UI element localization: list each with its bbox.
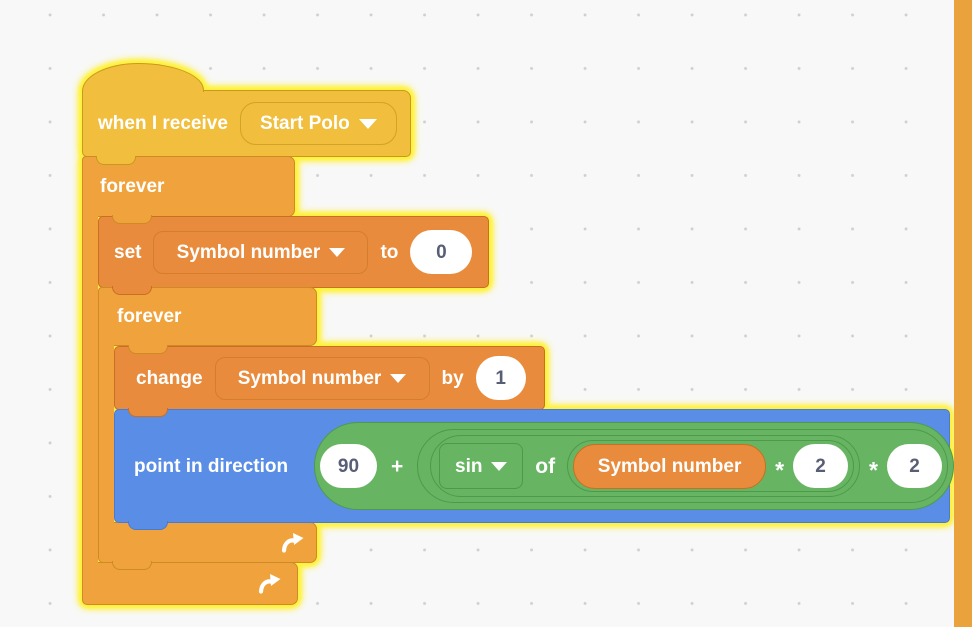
math-function-dropdown[interactable]: sin	[439, 443, 524, 489]
broadcast-dropdown-value: Start Polo	[260, 113, 350, 134]
notch-bump	[128, 408, 168, 417]
multiply-sign: *	[775, 456, 785, 483]
forever-outer-label: forever	[100, 175, 165, 197]
forever-inner-label: forever	[117, 305, 182, 327]
forever-outer-block[interactable]: forever	[82, 156, 295, 217]
set-value-input[interactable]: 0	[410, 230, 473, 274]
inner-factor-input[interactable]: 2	[793, 444, 849, 488]
adjacent-block-fragment[interactable]	[954, 0, 972, 627]
when-i-receive-label: when I receive	[98, 113, 228, 134]
notch-bump	[96, 156, 136, 165]
forever-inner-block[interactable]: forever	[98, 287, 317, 346]
outer-factor-input[interactable]: 2	[887, 444, 942, 488]
change-label: change	[136, 367, 203, 389]
math-function-dropdown-value: sin	[455, 455, 483, 477]
loop-arrow-icon	[281, 532, 304, 553]
notch-bump	[128, 521, 168, 530]
plus-sign: +	[391, 454, 404, 478]
change-variable-dropdown-value: Symbol number	[237, 367, 382, 389]
multiply-sign: *	[869, 456, 878, 483]
multiply-inner-operator-block[interactable]: Symbol number * 2	[567, 440, 855, 492]
notch-bump	[112, 286, 152, 295]
notch-bump	[128, 345, 168, 354]
forever-inner-spine[interactable]	[98, 345, 114, 523]
sin-of-operator-block[interactable]: sin of Symbol number * 2	[430, 435, 861, 497]
to-label: to	[380, 241, 399, 263]
addition-operator-block[interactable]: 90 + sin of Symbol number * 2	[314, 422, 954, 510]
direction-base-input[interactable]: 90	[320, 444, 377, 488]
dropdown-arrow-icon	[358, 118, 377, 129]
dropdown-arrow-icon	[390, 373, 407, 383]
point-in-direction-block[interactable]: point in direction 90 + sin of Symbol nu…	[114, 409, 954, 523]
broadcast-dropdown[interactable]: Start Polo	[239, 102, 397, 145]
notch-bump	[112, 215, 152, 224]
when-i-receive-block[interactable]: when I receive Start Polo	[82, 63, 411, 157]
symbol-number-variable-reporter[interactable]: Symbol number	[573, 443, 767, 489]
change-value-input[interactable]: 1	[475, 356, 526, 400]
dropdown-arrow-icon	[329, 247, 346, 257]
set-variable-dropdown-value: Symbol number	[176, 241, 321, 263]
forever-outer-spine[interactable]	[82, 216, 98, 563]
change-variable-block[interactable]: change Symbol number by 1	[114, 346, 545, 410]
set-variable-block[interactable]: set Symbol number to 0	[98, 216, 489, 288]
by-label: by	[441, 367, 464, 389]
dropdown-arrow-icon	[491, 461, 508, 471]
multiply-outer-operator-block[interactable]: sin of Symbol number * 2 * 2	[417, 429, 948, 503]
set-variable-dropdown[interactable]: Symbol number	[153, 230, 369, 274]
of-label: of	[535, 454, 556, 478]
loop-arrow-icon	[258, 573, 281, 594]
notch-bump	[112, 561, 152, 570]
point-in-direction-label: point in direction	[134, 455, 289, 477]
set-label: set	[114, 241, 142, 263]
change-variable-dropdown[interactable]: Symbol number	[214, 356, 430, 400]
